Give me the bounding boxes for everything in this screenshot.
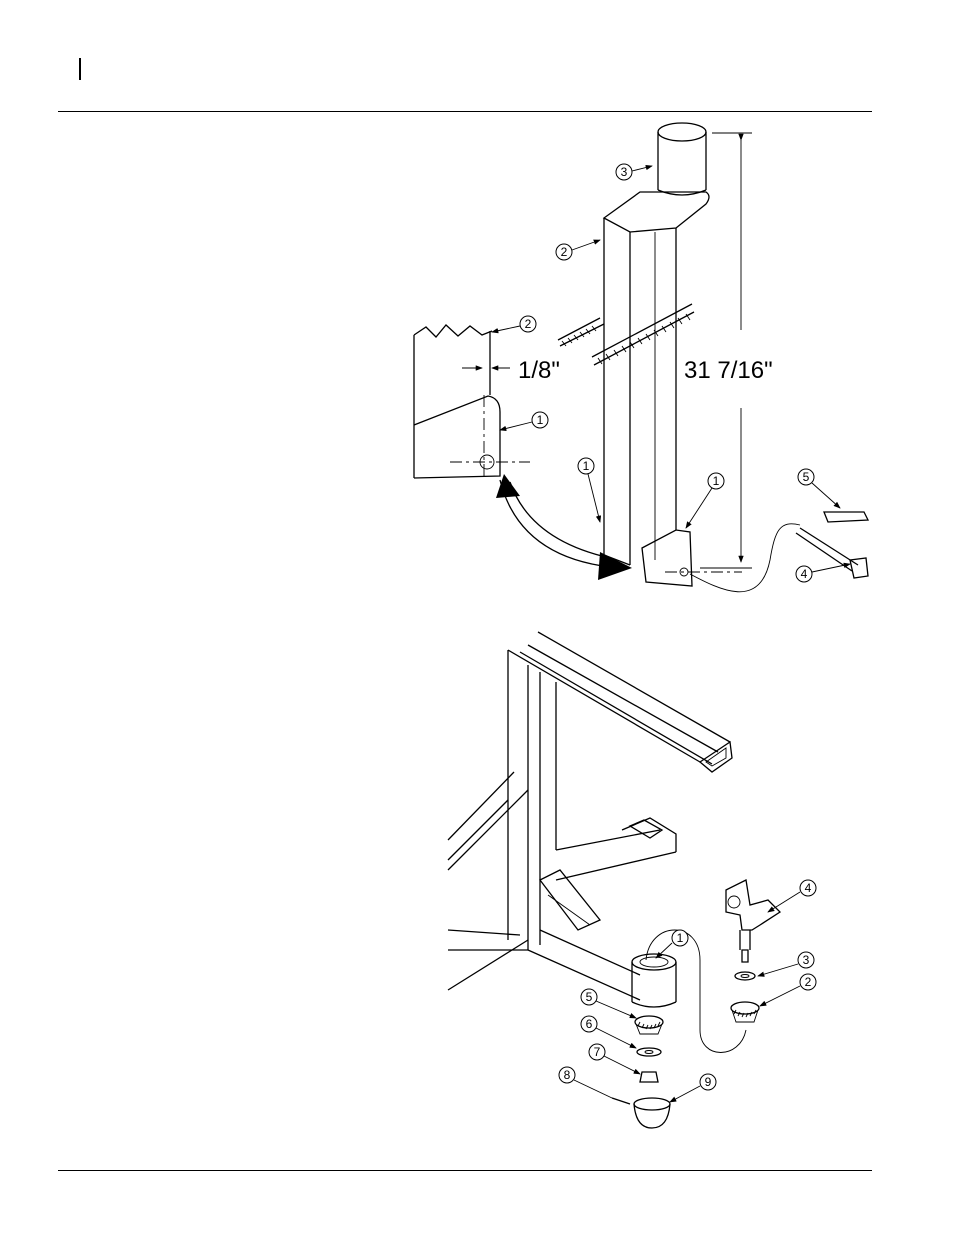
svg-text:8: 8 bbox=[564, 1068, 571, 1082]
dimension-1-8: 1/8" bbox=[518, 357, 560, 384]
svg-text:5: 5 bbox=[803, 470, 810, 484]
balloon-2-detail: 2 bbox=[492, 316, 536, 332]
svg-text:2: 2 bbox=[805, 975, 812, 989]
balloon-5-bearing: 5 bbox=[581, 989, 636, 1018]
balloon-1-detail: 1 bbox=[500, 412, 548, 430]
svg-text:6: 6 bbox=[586, 1017, 593, 1031]
dimension-31-7-16: 31 7/16" bbox=[684, 357, 773, 384]
threaded-rods bbox=[558, 304, 694, 365]
svg-text:1: 1 bbox=[713, 474, 720, 488]
balloon-7-nut: 7 bbox=[589, 1044, 640, 1074]
balloon-3: 3 bbox=[616, 164, 652, 180]
detail-view: 1/8" bbox=[414, 325, 560, 480]
svg-text:2: 2 bbox=[561, 245, 568, 259]
svg-text:4: 4 bbox=[805, 881, 812, 895]
balloon-4: 4 bbox=[796, 564, 850, 582]
svg-text:3: 3 bbox=[803, 953, 810, 967]
balloon-3-washer: 3 bbox=[758, 952, 814, 976]
overall-height-dimension: 31 7/16" bbox=[684, 133, 773, 568]
svg-text:1: 1 bbox=[537, 413, 544, 427]
balloon-5: 5 bbox=[798, 469, 840, 508]
spindle bbox=[726, 880, 780, 962]
svg-text:5: 5 bbox=[586, 990, 593, 1004]
balloon-2-bearing: 2 bbox=[760, 974, 816, 1006]
balloon-1-bracket: 1 bbox=[686, 473, 724, 528]
svg-text:3: 3 bbox=[621, 165, 628, 179]
bottom-figure: 1 4 3 2 5 6 7 bbox=[448, 632, 816, 1128]
key bbox=[824, 512, 868, 522]
svg-text:1: 1 bbox=[677, 931, 684, 945]
top-figure: 31 7/16" 1/8" 3 2 bbox=[414, 123, 868, 592]
svg-text:7: 7 bbox=[594, 1045, 601, 1059]
svg-text:9: 9 bbox=[705, 1075, 712, 1089]
balloon-1-weld: 1 bbox=[578, 458, 600, 522]
balloon-6-washer: 6 bbox=[581, 1016, 636, 1048]
balloon-4-spindle: 4 bbox=[768, 880, 816, 912]
balloon-9-cap: 9 bbox=[670, 1074, 716, 1102]
balloon-8-pin: 8 bbox=[559, 1067, 612, 1098]
balloon-2-upright: 2 bbox=[556, 240, 600, 260]
svg-text:1: 1 bbox=[583, 459, 590, 473]
top-plate bbox=[604, 192, 709, 232]
bottom-bracket bbox=[642, 530, 692, 586]
tube-top bbox=[658, 123, 706, 141]
svg-text:2: 2 bbox=[525, 317, 532, 331]
svg-text:4: 4 bbox=[801, 567, 808, 581]
